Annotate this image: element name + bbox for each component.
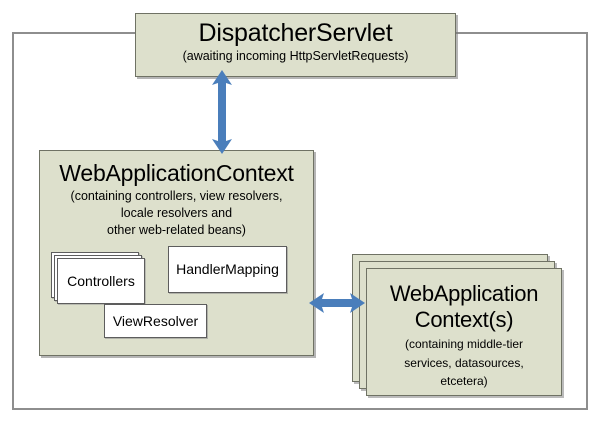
- controllers-label: Controllers: [67, 272, 135, 289]
- root-web-application-context-stack[interactable]: WebApplication Context(s) (containing mi…: [352, 254, 564, 398]
- dispatcher-servlet-title: DispatcherServlet: [198, 19, 393, 47]
- root-context-title-line2: Context(s): [414, 307, 514, 332]
- handler-mapping-box[interactable]: HandlerMapping: [168, 246, 287, 293]
- root-context-title-line1: WebApplication: [389, 281, 539, 306]
- controllers-stack[interactable]: Controllers: [51, 252, 151, 310]
- web-application-context-title: WebApplicationContext: [59, 160, 294, 186]
- web-application-context-caption-line3: other web-related beans): [107, 223, 246, 237]
- view-resolver-label: ViewResolver: [112, 312, 199, 329]
- arrow-dispatcher-to-webappcontext: [212, 70, 232, 154]
- handler-mapping-label: HandlerMapping: [176, 261, 279, 277]
- web-application-context-caption-line2: locale resolvers and: [120, 206, 233, 220]
- web-application-context-caption-line1: (containing controllers, view resolvers,: [70, 189, 283, 203]
- view-resolver-box[interactable]: ViewResolver: [104, 304, 207, 338]
- root-context-caption-line2: services, datasources,: [404, 355, 524, 370]
- root-context-caption-line3: etcetera): [440, 374, 488, 388]
- root-web-application-context-box[interactable]: WebApplication Context(s) (containing mi…: [366, 268, 562, 396]
- controllers-box[interactable]: Controllers: [57, 258, 145, 304]
- dispatcher-servlet-box[interactable]: DispatcherServlet (awaiting incoming Htt…: [135, 13, 456, 77]
- arrow-webappcontext-to-rootcontext: [309, 293, 365, 313]
- dispatcher-servlet-caption: (awaiting incoming HttpServletRequests): [182, 49, 409, 63]
- root-context-caption-line1: (containing middle-tier: [404, 337, 524, 351]
